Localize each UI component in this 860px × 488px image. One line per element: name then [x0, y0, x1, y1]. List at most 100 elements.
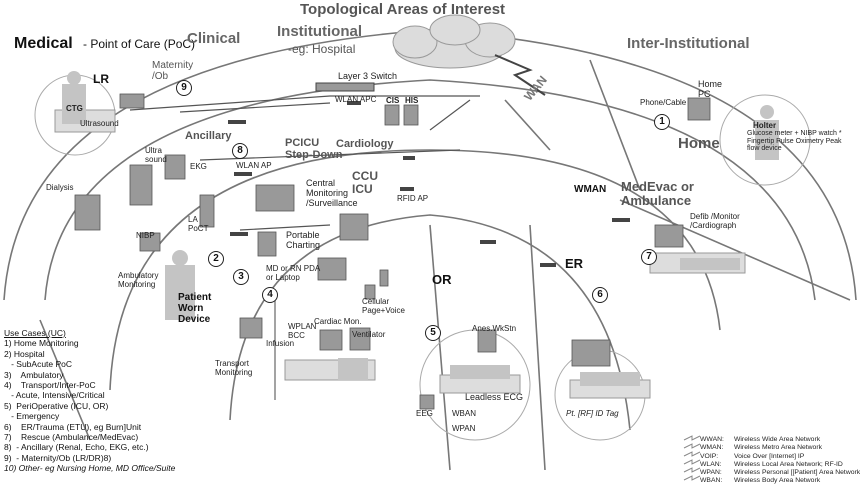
use-case-item: 9) - Maternity/Ob (LR/DR)8)	[4, 452, 112, 463]
legend-row: WWAN:Wireless Wide Area Network	[700, 436, 821, 443]
layer3-switch-label: Layer 3 Switch	[338, 71, 398, 81]
er-monitor	[571, 339, 611, 367]
use-case-item: 10) Other- eg Nursing Home, MD Office/Su…	[4, 463, 176, 474]
lr-patient-head	[67, 71, 81, 85]
cis-label: CIS	[386, 96, 400, 105]
home-pc-label: Home PC	[698, 79, 723, 99]
ekg-label: EKG	[190, 162, 207, 171]
use-case-item: 1) Home Monitoring	[4, 338, 79, 349]
use-case-marker-3: 3	[233, 269, 249, 285]
er-heading: ER	[565, 256, 584, 271]
divider-or	[429, 224, 451, 471]
pcicu-heading: PCICU Step-Down	[285, 137, 343, 162]
inter-institutional-heading: Inter-Institutional	[627, 35, 750, 52]
use-case-item: - Acute, Intensive/Critical	[4, 390, 105, 401]
use-case-marker-5: 5	[425, 325, 441, 341]
ap-bar	[230, 232, 248, 236]
medevac-patient-figure	[680, 258, 740, 270]
use-case-item: 2) Hospital	[4, 348, 45, 359]
wlan-apc-label: WLAN APC	[335, 95, 377, 104]
legend-symbol-wman	[683, 443, 701, 449]
home-patient-area	[719, 94, 811, 186]
worn-patient-figure	[165, 265, 195, 320]
home-devices-label: Glucose meter + NIBP watch * Fingertip P…	[747, 130, 842, 153]
use-case-item: 8) - Ancillary (Renal, Echo, EKG, etc.)	[4, 442, 149, 453]
cis-server	[384, 104, 400, 126]
backbone-line-2	[179, 102, 331, 113]
lr-heading: LR	[93, 72, 109, 86]
lr-patient-figure	[62, 84, 86, 124]
institutional-subheading: -eg: Hospital	[288, 42, 356, 56]
use-case-marker-8: 8	[232, 143, 248, 159]
his-server	[403, 104, 419, 126]
use-case-item: 3) Ambulatory	[4, 369, 64, 380]
legend-row: WBAN:Wireless Body Area Network	[700, 477, 821, 485]
clinical-heading: Clinical	[187, 30, 241, 47]
ultrasound-label: Ultrasound	[80, 119, 119, 128]
defib-label: Defib /Monitor /Cardiograph	[690, 212, 740, 230]
home-patient-head	[760, 105, 774, 119]
anes-workstation-label: Anes.WkStn	[472, 324, 517, 333]
divider-wan	[504, 99, 551, 151]
central-monitor	[255, 184, 295, 212]
la-poct-device	[199, 194, 215, 228]
wban-label: WBAN	[452, 409, 476, 418]
wan-cloud	[392, 14, 516, 69]
dialysis-machine	[74, 194, 101, 231]
divider-medevac	[619, 199, 851, 301]
md-laptop	[317, 257, 347, 281]
cardiology-heading: Cardiology	[336, 138, 394, 150]
eeg-device	[419, 394, 435, 410]
institutional-heading: Institutional	[277, 23, 362, 40]
legend-row: WMAN:Wireless Metro Area Network	[700, 444, 823, 452]
network-legend: WWAN:Wireless Wide Area Network WMAN:Wir…	[680, 436, 860, 486]
charting-device	[257, 231, 277, 257]
transport-monitoring-label: Transport Monitoring	[215, 359, 253, 377]
ultrasound-probe	[119, 93, 145, 109]
central-monitoring-label: Central Monitoring /Surveillance	[306, 178, 358, 208]
holter-label: Holter	[753, 121, 777, 130]
infusion-pump	[239, 317, 263, 339]
transport-patient-figure	[338, 358, 368, 380]
home-heading: Home	[678, 135, 720, 152]
ambulatory-monitoring-label: Ambulatory Monitoring	[118, 271, 159, 289]
use-case-marker-2: 2	[208, 251, 224, 267]
infusion-label: Infusion	[266, 339, 295, 348]
legend-symbol-wwan	[683, 435, 701, 441]
legend-symbol-wpan	[683, 467, 701, 473]
ancillary-heading: Ancillary	[185, 130, 232, 142]
legend-symbol-voip	[683, 451, 701, 457]
dialysis-label: Dialysis	[46, 183, 74, 192]
maternity-heading: Maternity /Ob	[152, 60, 194, 82]
ap-bar	[400, 187, 414, 191]
use-case-item: - Emergency	[4, 411, 60, 422]
la-poct-label: LA PoCT	[188, 215, 209, 233]
cell-phone	[379, 269, 389, 287]
use-case-item: 5) PeriOperative (ICU, OR)	[4, 400, 109, 411]
medical-heading: Medical	[14, 35, 73, 52]
legend-row: WLAN:Wireless Local Area Network; RF-ID	[700, 460, 843, 468]
his-label: HIS	[405, 96, 419, 105]
ventilator-label: Ventilator	[352, 330, 386, 339]
cardiac-mon-label: Cardiac Mon.	[314, 317, 362, 326]
wpan-label: WPAN	[452, 424, 476, 433]
use-case-item: 4) Transport/Inter-PoC	[4, 380, 96, 391]
backbone-line-1	[129, 95, 480, 111]
phone-cable-label: Phone/Cable	[640, 98, 687, 107]
leadless-ecg-label: Leadless ECG	[465, 392, 524, 402]
or-patient-area	[419, 329, 531, 441]
ctg-label: CTG	[66, 104, 83, 113]
wlan-ap-label: WLAN AP	[236, 161, 272, 170]
ap-bar	[234, 172, 252, 176]
nibp-device	[139, 232, 161, 252]
use-case-item: 6) ER/Trauma (ETU), eg Burn]Unit	[4, 421, 142, 432]
patient-worn-device-label: Patient Worn Device	[178, 292, 212, 325]
clinical-arc	[44, 79, 816, 301]
anes-workstation	[477, 329, 497, 353]
ap-bar	[228, 120, 246, 124]
backbone-line-4	[239, 224, 331, 231]
ekg-cart	[164, 154, 186, 180]
backbone-drop	[429, 99, 471, 131]
defib-monitor	[654, 224, 684, 248]
